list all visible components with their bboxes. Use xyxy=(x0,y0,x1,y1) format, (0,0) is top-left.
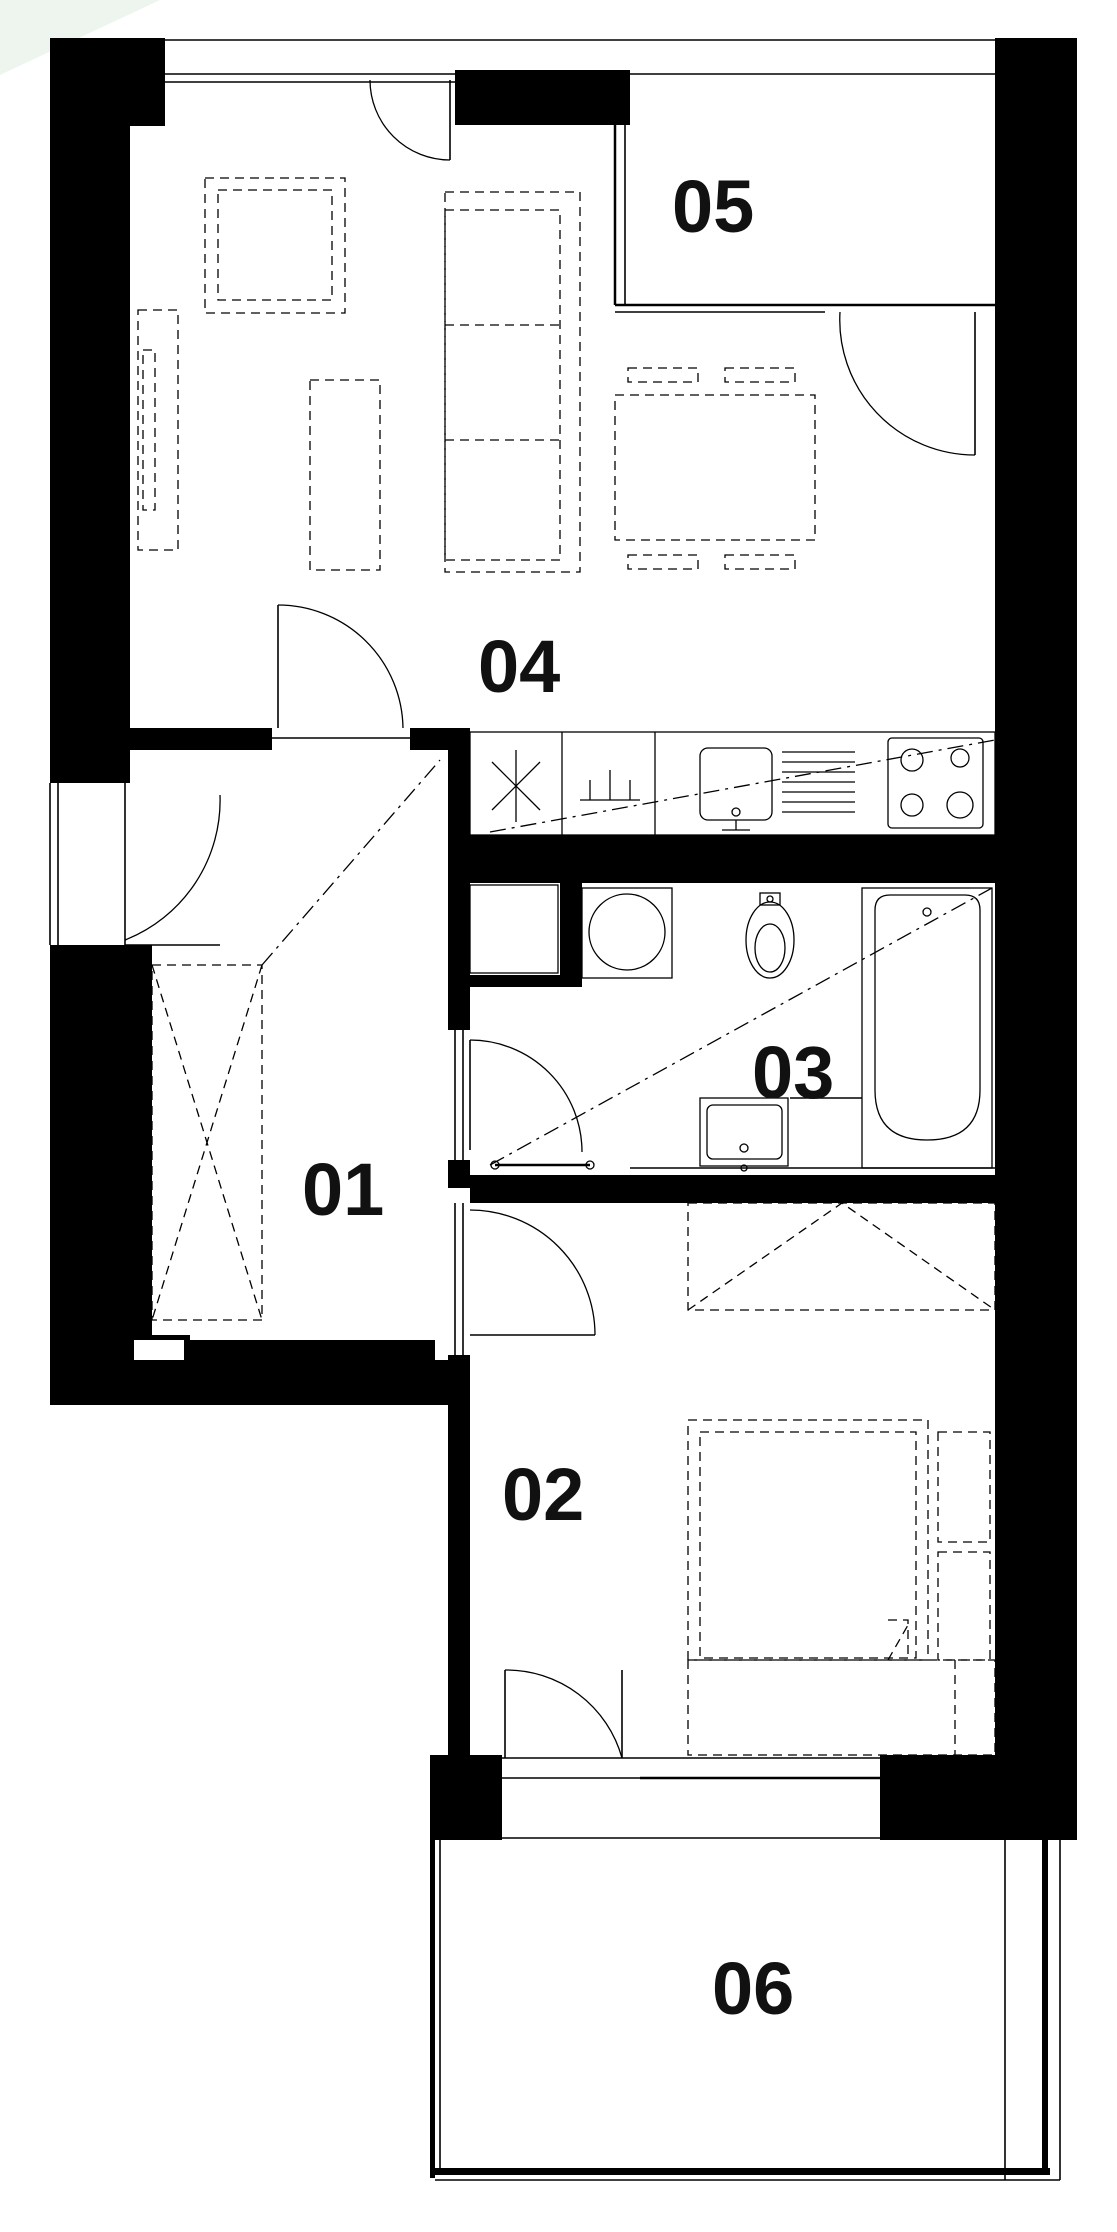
outlines xyxy=(49,39,1061,2181)
doors xyxy=(124,79,976,1759)
room-labels: 05 04 03 01 02 06 xyxy=(302,165,834,2030)
bathroom-fixtures xyxy=(489,887,993,1172)
entry-ceiling-line xyxy=(261,759,441,966)
room-label-05: 05 xyxy=(672,165,754,248)
room-label-04: 04 xyxy=(478,625,560,708)
shaft xyxy=(469,884,559,974)
closet-outlet xyxy=(134,1340,184,1360)
furniture xyxy=(137,177,996,1756)
room-label-02: 02 xyxy=(502,1453,584,1536)
walls xyxy=(50,38,1077,2178)
watermark-glare xyxy=(0,0,160,75)
room-label-01: 01 xyxy=(302,1148,384,1231)
room-label-03: 03 xyxy=(752,1031,834,1114)
kitchen-counter xyxy=(469,731,996,836)
room-label-06: 06 xyxy=(712,1947,794,2030)
